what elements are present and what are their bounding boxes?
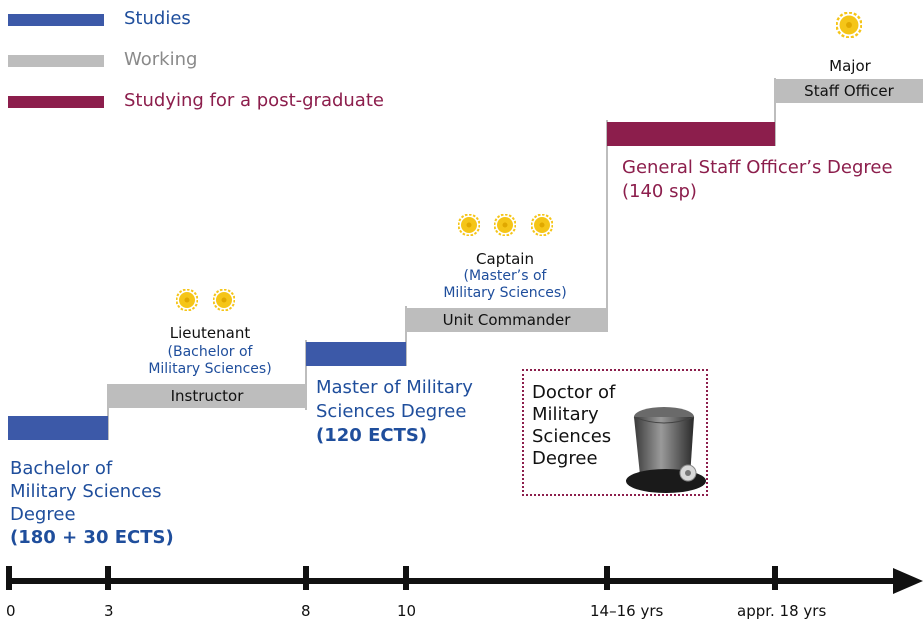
legend-studies-swatch	[8, 14, 104, 26]
instructor-role-label: Instructor	[170, 387, 244, 405]
general-staff-postgrad-bar	[607, 122, 775, 146]
staff-officer-role-label: Staff Officer	[804, 82, 894, 100]
doctor-degree-line1: Doctor of	[532, 382, 616, 403]
master-ects-label: (120 ECTS)	[316, 425, 428, 446]
bachelor-degree-line1: Bachelor of	[10, 458, 113, 479]
captain-degree-line1: (Master’s of	[463, 268, 547, 284]
captain-star-icon-1	[458, 214, 480, 236]
axis-tick-14-16: 14–16 yrs	[590, 602, 664, 620]
instructor-working-bar	[108, 384, 306, 408]
bachelor-studies-bar	[8, 416, 108, 440]
bachelor-degree-line2: Military Sciences	[10, 481, 162, 502]
doctor-degree-line3: Sciences	[532, 426, 612, 447]
staff-officer-working-bar	[775, 79, 923, 103]
axis-tick-3: 3	[104, 602, 114, 620]
axis-tick-10: 10	[397, 602, 417, 620]
lieutenant-degree-line2: Military Sciences)	[148, 361, 272, 377]
legend-postgrad-swatch	[8, 96, 104, 108]
master-degree-line1: Master of Military	[316, 377, 473, 398]
lieutenant-degree-line1: (Bachelor of	[167, 344, 253, 360]
doctor-degree-box	[522, 369, 708, 496]
axis-tick-0: 0	[6, 602, 16, 620]
captain-rank-label: Captain	[476, 250, 534, 268]
lieutenant-star-icon-2	[213, 289, 235, 311]
legend-postgrad-label: Studying for a post-graduate	[124, 90, 384, 111]
axis-tick-8: 8	[301, 602, 311, 620]
axis-tick-18: appr. 18 yrs	[737, 602, 827, 620]
commander-working-bar	[406, 308, 607, 332]
bachelor-degree-line3: Degree	[10, 504, 76, 525]
captain-star-icon-3	[531, 214, 553, 236]
legend-studies-label: Studies	[124, 8, 191, 29]
captain-star-icon-2	[494, 214, 516, 236]
lieutenant-star-icon-1	[176, 289, 198, 311]
captain-degree-line2: Military Sciences)	[443, 285, 567, 301]
doctor-degree-line4: Degree	[532, 448, 598, 469]
doctoral-hat-icon	[626, 407, 706, 493]
legend-working-label: Working	[124, 49, 198, 70]
bachelor-ects-label: (180 + 30 ECTS)	[10, 527, 174, 548]
legend-working-swatch	[8, 55, 104, 67]
major-star-icon	[836, 12, 862, 38]
timeline-axis	[6, 566, 923, 594]
master-studies-bar	[306, 342, 406, 366]
lieutenant-rank-label: Lieutenant	[169, 324, 251, 342]
general-staff-degree-label: General Staff Officer’s Degree	[622, 157, 893, 178]
general-staff-credits-label: (140 sp)	[622, 181, 697, 202]
commander-role-label: Unit Commander	[442, 311, 571, 329]
master-degree-line2: Sciences Degree	[316, 401, 467, 422]
major-rank-label: Major	[829, 57, 871, 75]
doctor-degree-line2: Military	[532, 404, 599, 425]
